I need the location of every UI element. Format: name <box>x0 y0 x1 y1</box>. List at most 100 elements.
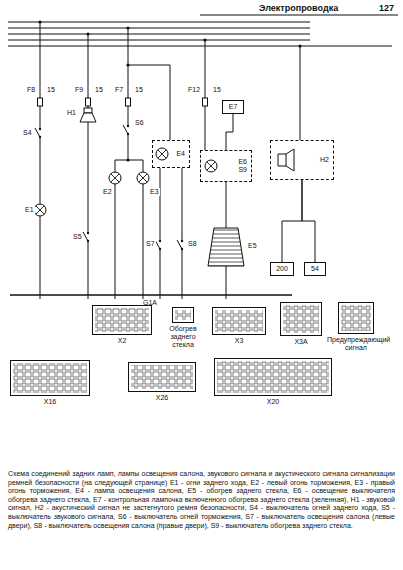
connector-caption: X3 <box>234 337 245 345</box>
switch-symbols-part <box>35 125 41 141</box>
component-label: 15 <box>212 86 222 94</box>
ground-ticks-part <box>40 295 226 299</box>
connector-caption: X2 <box>117 337 128 345</box>
component-label: 15 <box>46 86 56 94</box>
component-label: 15 <box>94 86 104 94</box>
fuse-symbols-part <box>38 98 43 106</box>
connector-pins-part <box>283 305 319 333</box>
horn-symbol-part <box>80 113 96 122</box>
node-label: X20 <box>266 398 280 406</box>
component-label: H1 <box>66 109 77 117</box>
junction-dots-part <box>298 44 301 47</box>
node-label: X3 <box>234 337 245 345</box>
connector-caption: X20 <box>266 398 280 406</box>
page-number: 127 <box>378 3 395 13</box>
power-bus <box>8 22 392 46</box>
component-label: E2 <box>102 188 113 196</box>
lamp-symbols-part <box>205 160 217 172</box>
terminal-box: 54 <box>304 262 326 276</box>
lamp-symbols-part <box>156 148 168 160</box>
fuse-symbols-part <box>126 98 131 106</box>
lamp-box: E7 <box>222 100 244 114</box>
figure-caption: Схема соединений задних ламп, лампы осве… <box>8 470 395 530</box>
component-label: E3 <box>149 188 160 196</box>
connector-pins-part <box>215 310 263 332</box>
switch-housing: E6S9 <box>200 150 252 182</box>
lamp-housing: E4 <box>152 140 190 168</box>
component-label: F8 <box>26 86 36 94</box>
terminal-box: 200 <box>270 262 294 276</box>
wires-part <box>128 65 182 295</box>
node-label: S9 <box>237 166 248 174</box>
buzzer-symbol-part <box>278 149 294 171</box>
fuse-symbols-part <box>86 98 91 106</box>
component-label: 15 <box>134 86 144 94</box>
switch-symbols-part <box>177 237 183 253</box>
switch-symbols <box>35 122 183 253</box>
horn-symbol <box>80 108 96 122</box>
switch-symbols-part <box>83 229 89 245</box>
wires-part <box>10 294 292 295</box>
component-label: S4 <box>22 129 33 137</box>
node-label: 54 <box>310 265 320 273</box>
component-label: S8 <box>187 240 198 248</box>
connector-caption: Обогрев заднего стекла <box>161 325 205 349</box>
connector-caption: X26 <box>155 394 169 402</box>
fuse-symbols-part <box>203 98 208 106</box>
connector-block: Обогрев заднего стекла <box>172 307 194 323</box>
component-label: F12 <box>187 86 201 94</box>
node-label: X2 <box>117 337 128 345</box>
connector-pins-part <box>95 308 149 332</box>
wires <box>10 22 300 295</box>
wires-part <box>88 34 89 295</box>
header-rule <box>200 15 398 16</box>
junction-dots-part <box>86 32 89 35</box>
connector-block: X26 <box>128 362 196 392</box>
buzzer-symbol <box>278 149 294 171</box>
wire-connector <box>226 114 233 150</box>
component-label: S7 <box>145 240 156 248</box>
lamp-symbols-part <box>109 172 121 184</box>
switch-symbols-part <box>123 122 129 138</box>
connector-caption: Предупреждающий сигнал <box>326 336 386 352</box>
wire-connector <box>302 180 315 262</box>
lamp-symbols-part <box>34 204 46 216</box>
heater-symbol-part <box>208 228 244 266</box>
lamp-symbols-part <box>137 172 149 184</box>
component-label: E1 <box>24 206 35 214</box>
node-label: X26 <box>155 394 169 402</box>
wires-part <box>40 22 41 295</box>
connector-block: X3A <box>280 302 322 336</box>
header-rule-part <box>200 14 398 15</box>
node-label: E6 <box>237 158 248 166</box>
connector-block: X3 <box>212 307 266 335</box>
ground-ticks <box>40 295 226 299</box>
connector-pins-part <box>217 361 329 393</box>
wires-part <box>300 46 301 140</box>
component-label: F7 <box>114 86 124 94</box>
node-label: X3A <box>293 338 308 346</box>
connector-block: X2 <box>92 305 152 335</box>
wires-part <box>115 28 143 295</box>
junction-dots-part <box>203 38 206 41</box>
fuse-symbols <box>38 98 208 106</box>
node-label: X16 <box>43 398 57 406</box>
connector-pins-part <box>175 310 191 320</box>
switch-symbols-part <box>155 237 161 253</box>
node-label: H2 <box>319 156 330 164</box>
node-label: E7 <box>228 103 239 111</box>
horn-symbol-part <box>84 108 92 113</box>
junction-dots-part <box>126 158 129 161</box>
heater-symbol <box>208 228 244 266</box>
power-bus-part <box>8 22 392 46</box>
connector-pins-part <box>131 365 193 389</box>
connector-caption: X16 <box>43 398 57 406</box>
node-label: E4 <box>175 150 186 158</box>
node-label: 200 <box>275 265 289 273</box>
connector-block: Предупреждающий сигнал <box>338 302 374 334</box>
connector-pins-part <box>341 305 371 331</box>
header-title: Электропроводка <box>258 3 339 13</box>
connector-pins <box>13 305 371 393</box>
wire-connector <box>282 180 302 262</box>
